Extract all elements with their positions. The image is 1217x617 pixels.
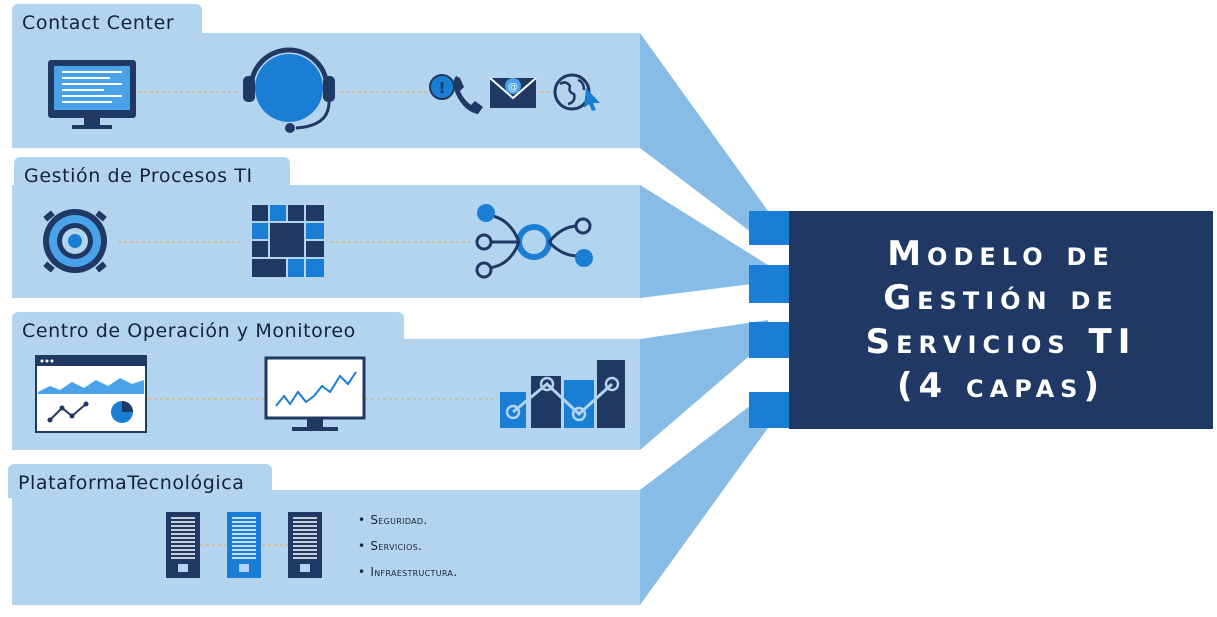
tile-grid-icon xyxy=(252,205,324,277)
layer-title-procesos: Gestión de Procesos TI xyxy=(14,157,290,191)
layer-title-plataforma: PlataformaTecnológica xyxy=(8,464,272,498)
layer-title-operacion: Centro de Operación y Monitoreo xyxy=(12,312,404,346)
email-icon: @ xyxy=(489,77,537,108)
line-chart-monitor-icon xyxy=(264,356,366,431)
svg-text:!: ! xyxy=(439,79,446,97)
bar-line-chart-icon xyxy=(500,360,625,428)
process-flow-icon xyxy=(475,204,593,279)
list-item: Seguridad. xyxy=(358,512,457,538)
dashboard-icon xyxy=(35,355,147,433)
connector-block-1 xyxy=(749,211,789,245)
panel-procesos xyxy=(12,185,640,298)
model-title-line: Modelo de xyxy=(887,234,1115,274)
server-icon xyxy=(288,512,322,578)
layer-title-contact-center: Contact Center xyxy=(12,4,202,38)
dashed-guides xyxy=(118,91,552,546)
list-item: Servicios. xyxy=(358,538,457,564)
connector-block-3 xyxy=(749,322,789,358)
monitor-icon xyxy=(48,60,136,129)
model-box: Modelo de Gestión de Servicios TI (4 cap… xyxy=(789,211,1213,429)
connector-contact-center xyxy=(640,33,768,245)
connector-block-2 xyxy=(749,265,789,303)
connector-plataforma xyxy=(640,392,768,605)
server-icon xyxy=(166,512,200,578)
connector-procesos xyxy=(640,185,768,298)
platform-list: Seguridad. Servicios. Infraestructura. xyxy=(358,512,457,590)
model-title-line: Gestión de xyxy=(883,278,1119,318)
web-globe-icon xyxy=(553,73,600,111)
list-item: Infraestructura. xyxy=(358,564,457,590)
server-icon xyxy=(227,512,261,578)
connector-block-4 xyxy=(749,392,789,428)
svg-text:@: @ xyxy=(508,82,518,93)
model-title: Modelo de Gestión de Servicios TI (4 cap… xyxy=(866,232,1137,408)
panel-plataforma xyxy=(12,490,640,605)
phone-alert-icon: ! xyxy=(429,74,483,114)
connectors xyxy=(640,33,768,605)
model-title-line: (4 capas) xyxy=(896,366,1105,406)
headset-icon xyxy=(243,47,335,133)
connector-operacion xyxy=(640,320,768,450)
gear-cycle-icon xyxy=(43,209,107,273)
model-title-line: Servicios TI xyxy=(865,322,1137,362)
